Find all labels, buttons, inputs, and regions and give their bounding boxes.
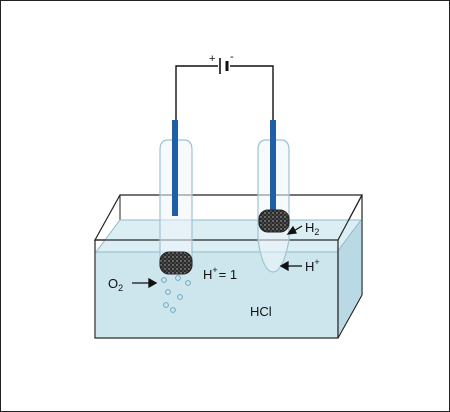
right-electrode-pad (258, 209, 290, 233)
left-electrode-pad (159, 251, 193, 275)
container-front (94, 194, 363, 339)
battery-plus-label: + (209, 53, 215, 65)
hplus-label: H+ (305, 257, 320, 274)
h-concentration-label: H+= 1 (203, 265, 237, 282)
battery-minus-label: - (230, 51, 234, 63)
circuit-wire (175, 65, 274, 125)
h2-label: H2 (305, 220, 319, 237)
right-electrode (270, 120, 276, 212)
battery-icon (219, 58, 229, 74)
arrows (132, 225, 303, 289)
solution-label: HCl (250, 304, 272, 319)
o2-label: O2 (108, 276, 123, 293)
oxygen-bubbles (161, 275, 191, 313)
left-electrode (172, 120, 178, 216)
